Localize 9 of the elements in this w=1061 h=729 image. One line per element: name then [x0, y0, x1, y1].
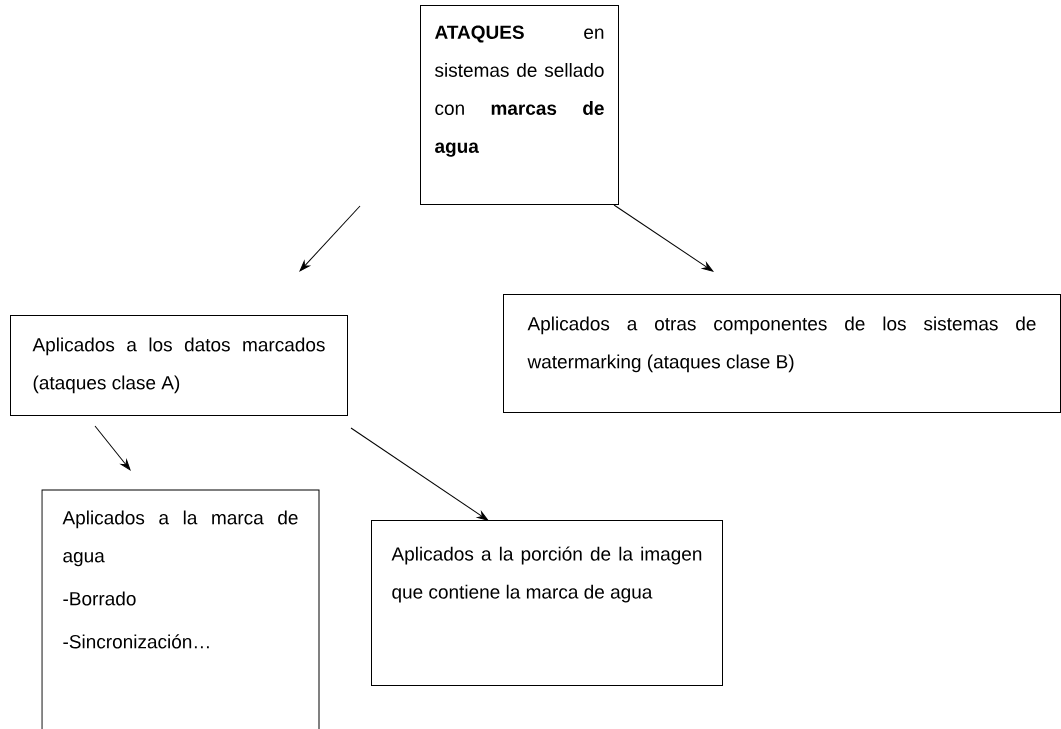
arrow	[299, 205, 361, 272]
text-box: Aplicados a los datos marcados (ataques clase A)	[10, 315, 348, 416]
text-box: Aplicados a otras componentes de los sistemas de watermarking (ataques clase B)	[503, 294, 1061, 413]
text-box: ATAQUES en sistemas de sellado con marcas de agua	[420, 5, 619, 205]
text-box: Aplicados a la porción de la imagen que contiene la marca de agua	[371, 520, 723, 686]
arrow	[350, 427, 489, 521]
arrow	[613, 204, 714, 272]
arrow	[94, 425, 131, 471]
text-box: Aplicados a la marca de agua -Borrado -Sincronización…	[41, 489, 320, 729]
